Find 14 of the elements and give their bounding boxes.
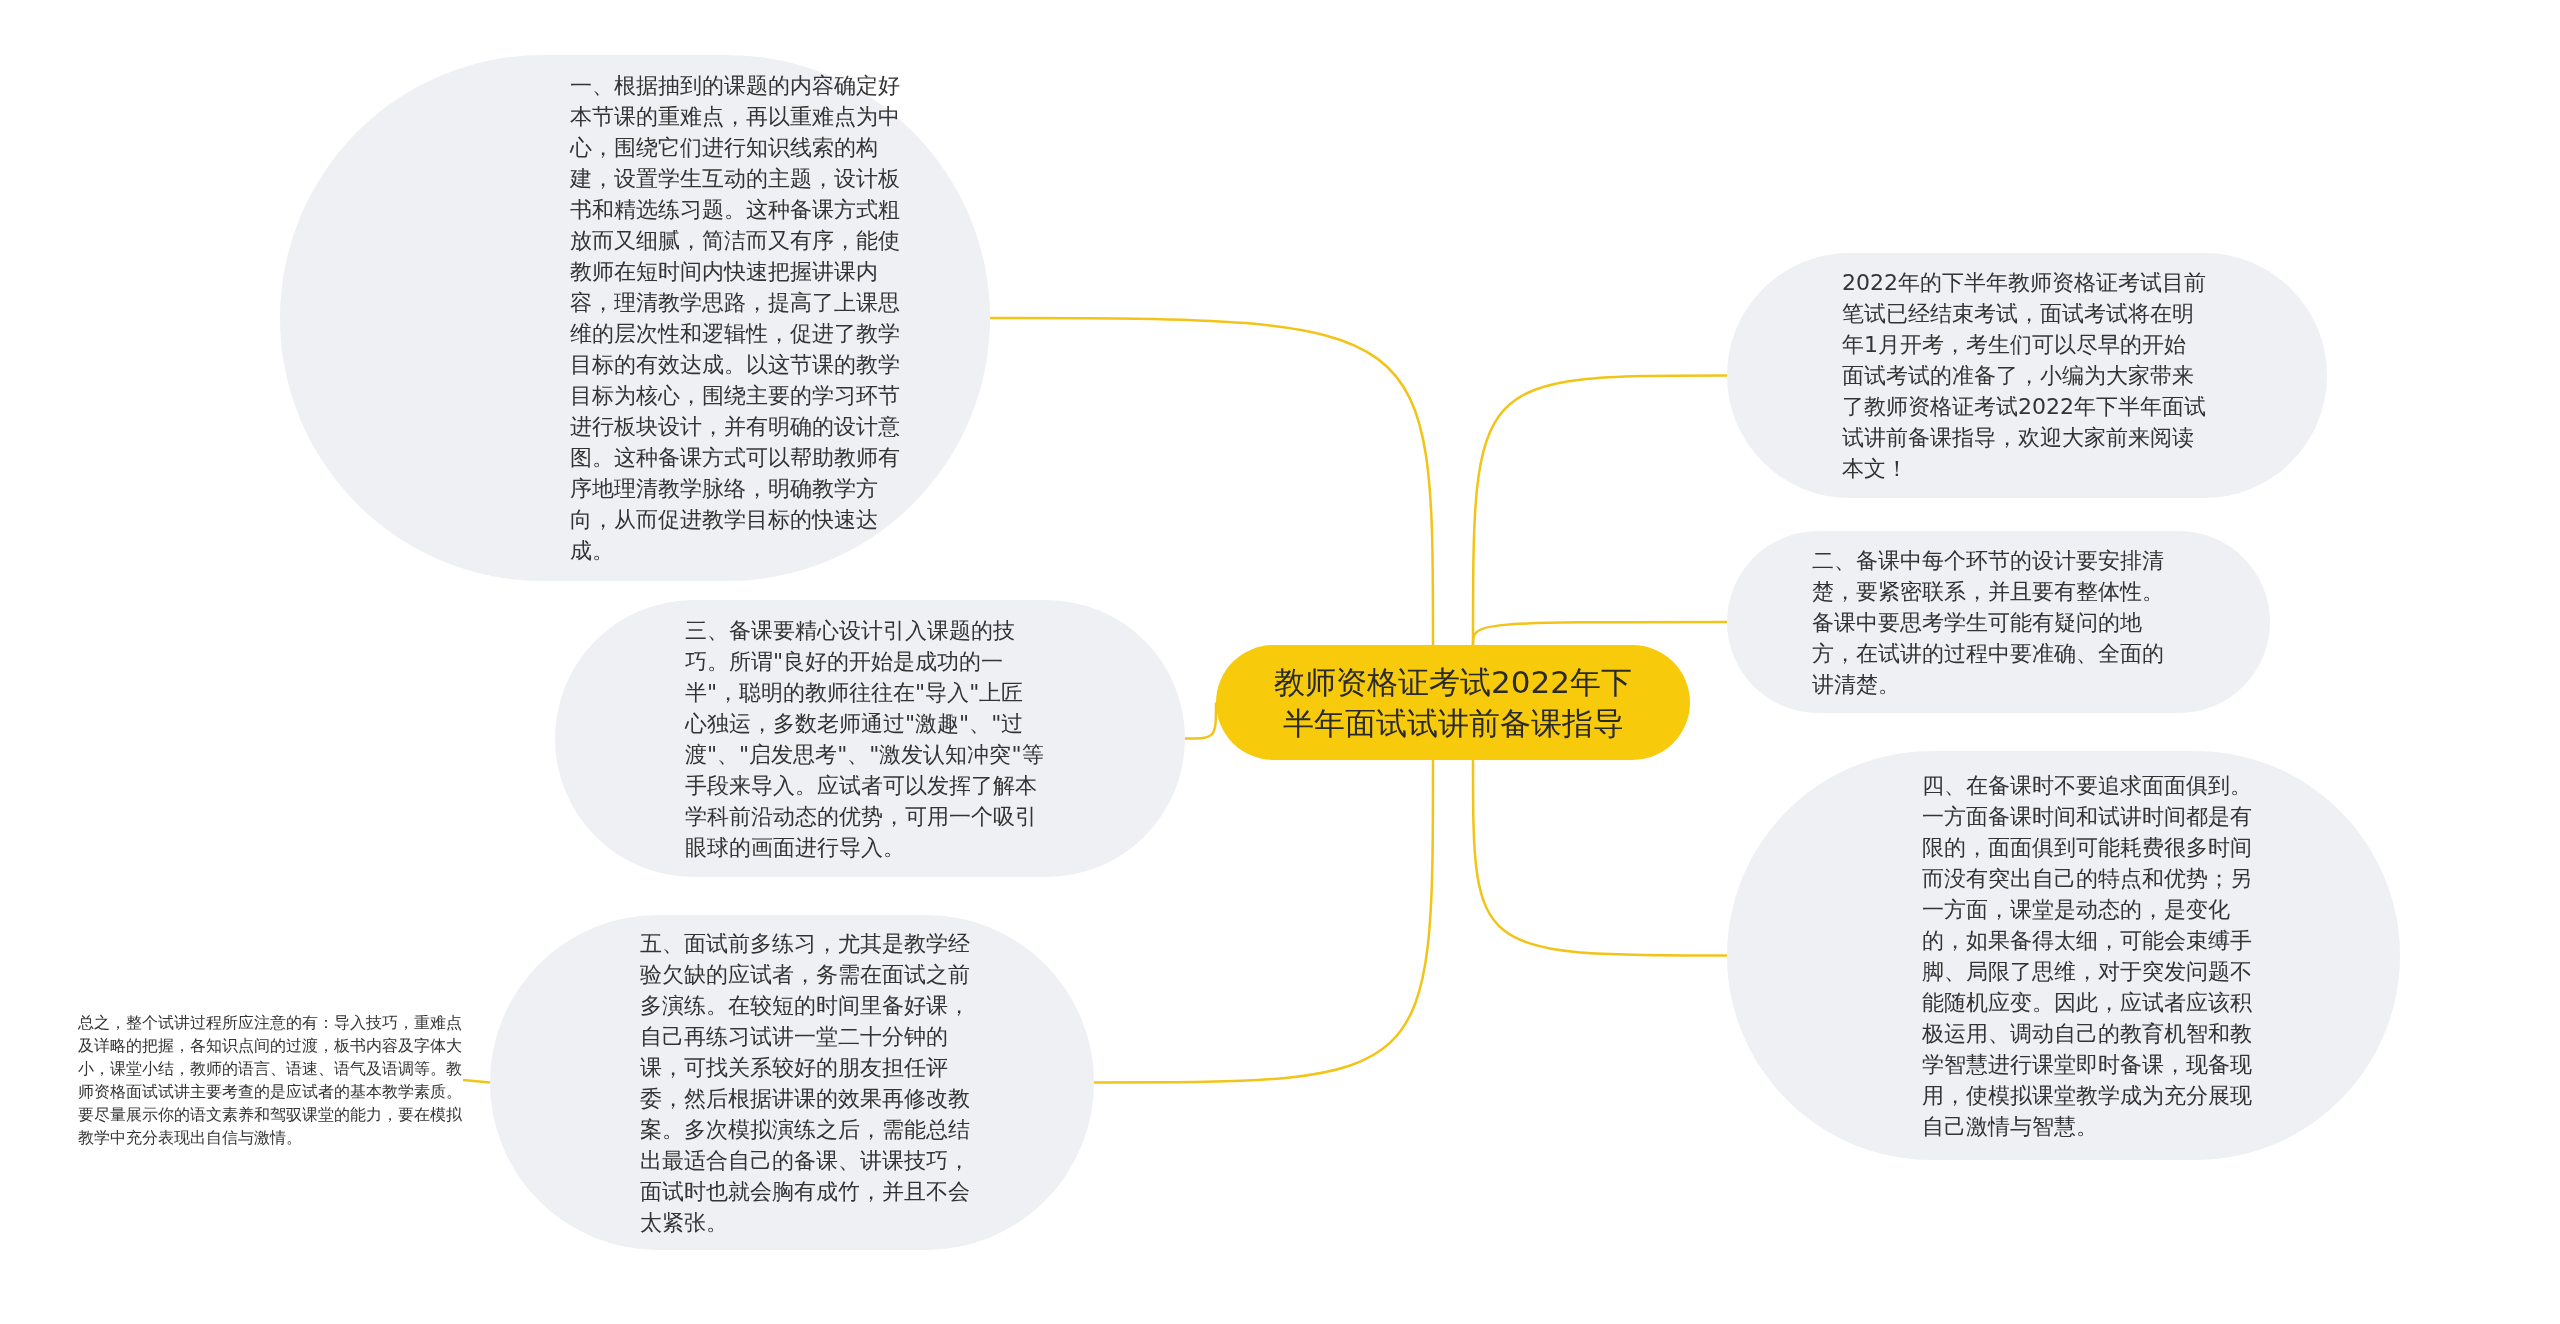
connector-line [1185,702,1218,740]
connector-line [462,1078,491,1084]
connector-line [990,316,1435,645]
connector-line [1471,760,1727,957]
bubble-text: 五、面试前多练习，尤其是教学经验欠缺的应试者，务需在面试之前多演练。在较短的时间里备好课，自己再练习试讲一堂二十分钟的课，可找关系较好的朋友担任评委，然后根据讲课的效果再修改教案。多次模拟演练之后，需能总结出最适合自己的备课、讲课技巧，面试时也就会胸有成竹，并且不会太紧张。 [640,929,971,1237]
connector-line [1094,760,1435,1084]
bubble-text: 一、根据抽到的课题的内容确定好本节课的重难点，再以重难点为中心，围绕它们进行知识线索的构建，设置学生互动的主题，设计板书和精选练习题。这种备课方式粗放而又细腻，简洁而又有序，能使教师在短时间内快速把握讲课内容，理清教学思路，提高了上课思维的层次性和逻辑性，促进了教学目标的有效达成。以这节课的教学目标为核心，围绕主要的学习环节进行板块设计，并有明确的设计意图。这种备课方式可以帮助教师有序地理清教学脉络，明确教学方向，从而促进教学目标的快速达成。 [570,72,901,565]
topic-title: 教师资格证考试2022年下半年面试试讲前备课指导 [1273,663,1633,743]
bubble-text: 二、备课中每个环节的设计要安排清楚，要紧密联系，并且要有整体性。备课中要思考学生可能有疑问的地方，在试讲的过程中要准确、全面的讲清楚。 [1812,546,2165,699]
bubble-text: 2022年的下半年教师资格证考试目前笔试已经结束考试，面试考试将在明年1月开考，考生们可以尽早的开始面试考试的准备了，小编为大家带来了教师资格证考试2022年下半年面试试讲前备课指导，欢迎大家前来阅读本文！ [1842,269,2207,483]
connector-line [1471,620,1727,646]
bubble-text: 三、备课要精心设计引入课题的技巧。所谓"良好的开始是成功的一半"，聪明的教师往往在"导入"上匠心独运，多数老师通过"激趣"、"过渡"、"启发思考"、"激发认知冲突"等手段来导入。应试者可以发挥了解本学科前沿动态的优势，可用一个吸引眼球的画面进行导入。 [685,616,1045,862]
bubble-text: 四、在备课时不要追求面面俱到。一方面备课时间和试讲时间都是有限的，面面俱到可能耗费很多时间而没有突出自己的特点和优势；另一方面，课堂是动态的，是变化的，如果备得太细，可能会束缚手脚、局限了思维，对于突发问题不能随机应变。因此，应试者应该积极运用、调动自己的教育机智和教学智慧进行课堂即时备课，现备现用，使模拟课堂教学成为充分展现自己激情与智慧。 [1922,771,2253,1141]
summary-text: 总之，整个试讲过程所应注意的有：导入技巧，重难点及详略的把握，各知识点间的过渡，板书内容及字体大小，课堂小结，教师的语言、语速、语气及语调等。教师资格面试试讲主要考查的是应试者的基本教学素质。要尽量展示你的语文素养和驾驭课堂的能力，要在模拟教学中充分表现出自信与激情。 [78,1012,463,1149]
